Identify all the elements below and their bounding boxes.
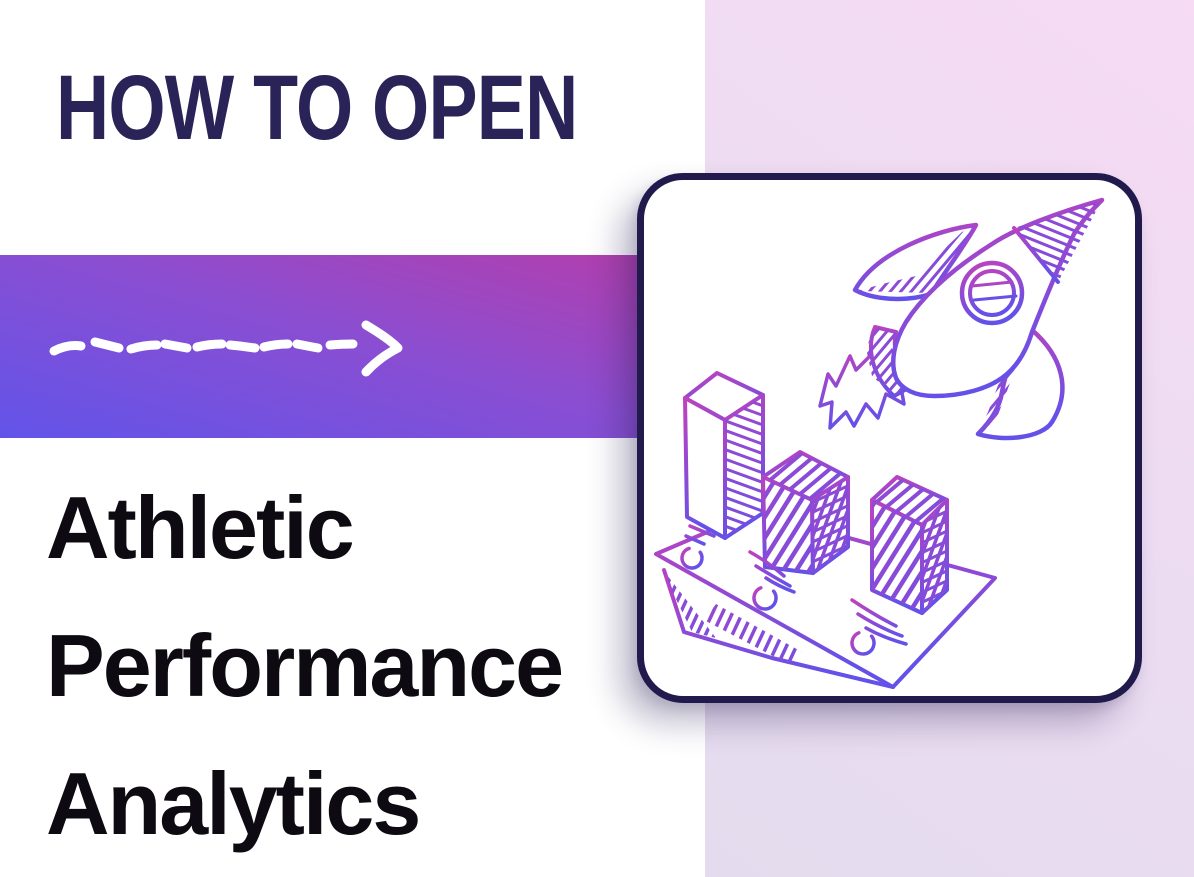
illustration-card — [637, 173, 1142, 703]
title-line-1: Athletic — [46, 478, 355, 577]
title-line-3: Analytics — [46, 754, 421, 853]
dashed-arrow-icon — [49, 320, 403, 377]
main-title: Athletic Performance Analytics — [46, 459, 564, 873]
kicker-heading: HOW TO OPEN — [56, 57, 578, 159]
rocket-bar-chart-illustration — [654, 197, 1105, 689]
title-line-2: Performance — [46, 616, 564, 715]
gradient-banner — [0, 255, 637, 438]
